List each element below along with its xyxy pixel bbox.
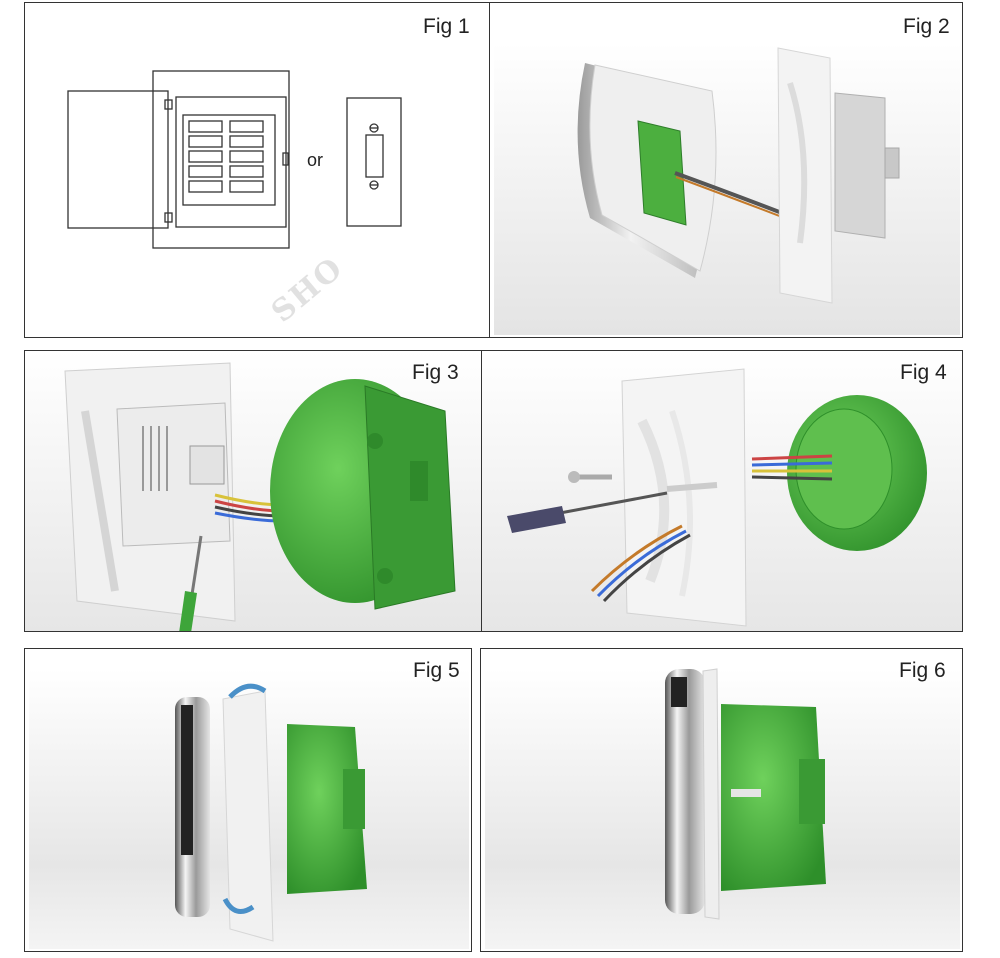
- fig6-panel: Fig 6: [480, 648, 963, 952]
- fig5-label: Fig 5: [413, 659, 460, 682]
- fig1-label: Fig 1: [423, 15, 470, 38]
- fig1-panel: Fig 1 or SHO: [24, 2, 490, 338]
- installed-thermostat-illustration: [485, 668, 960, 949]
- or-label: or: [307, 150, 324, 170]
- wiring-terminals-illustration: [25, 351, 481, 631]
- fig2-panel: Fig 2: [489, 2, 963, 338]
- thermostat-detach-illustration: [494, 43, 960, 335]
- fig2-label: Fig 2: [903, 15, 950, 38]
- fig3-label: Fig 3: [412, 361, 459, 384]
- attach-front-illustration: [29, 669, 469, 949]
- fig4-label: Fig 4: [900, 361, 947, 384]
- breaker-panel-diagram: [67, 70, 402, 249]
- fig5-panel: Fig 5: [24, 648, 472, 952]
- fig6-label: Fig 6: [899, 659, 946, 682]
- screw-mount-illustration: [482, 351, 962, 631]
- fig3-panel: Fig 3: [24, 350, 482, 632]
- fig4-panel: Fig 4: [481, 350, 963, 632]
